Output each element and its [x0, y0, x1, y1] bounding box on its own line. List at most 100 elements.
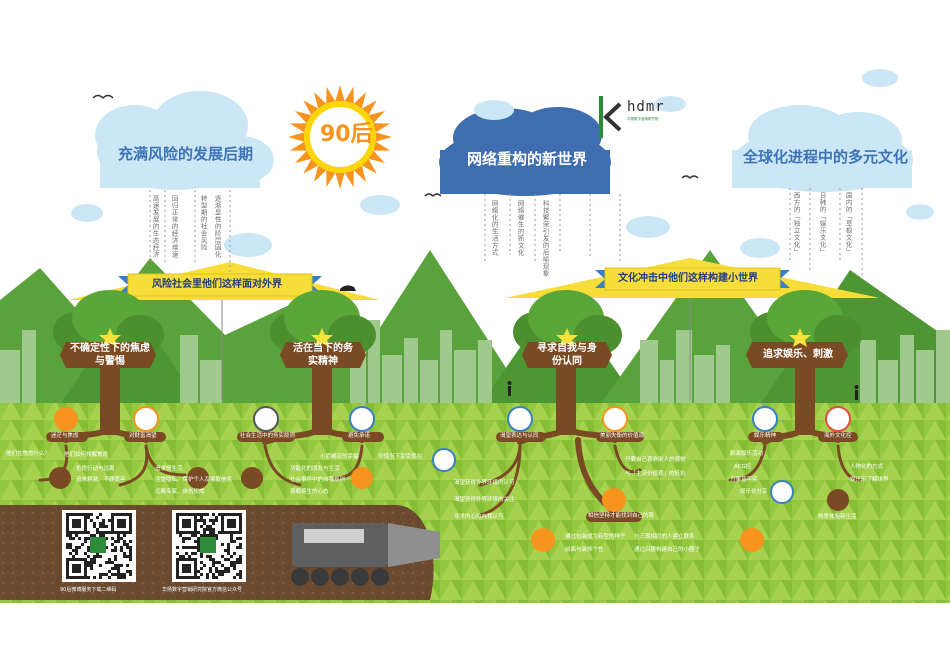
qr-module — [117, 531, 120, 534]
qr-module — [120, 564, 123, 567]
qr-module — [114, 567, 117, 570]
birds — [92, 94, 699, 197]
sun-ray — [361, 100, 377, 116]
qr-module — [66, 525, 69, 528]
qr-module — [114, 558, 117, 561]
qr-module — [200, 534, 203, 537]
qr-module — [215, 567, 218, 570]
qr-module — [72, 519, 75, 522]
qr-module — [99, 573, 102, 576]
qr-module — [239, 573, 242, 576]
qr-module — [123, 552, 126, 555]
cloud-note: 网络化的生活方式 — [490, 200, 499, 256]
qr-module — [99, 576, 102, 579]
qr-module — [93, 525, 96, 528]
qr-module — [221, 525, 224, 528]
qr-module — [120, 522, 123, 525]
qr-module — [87, 531, 90, 534]
qr-module — [227, 567, 230, 570]
qr-module — [99, 534, 102, 537]
qr-module — [81, 513, 84, 516]
qr-module — [66, 513, 69, 516]
qr-module — [117, 513, 120, 516]
qr-module — [105, 573, 108, 576]
qr-module — [194, 561, 197, 564]
qr-module — [194, 525, 197, 528]
note: 寻求内心的自我认可 — [454, 514, 504, 520]
qr-module — [69, 546, 72, 549]
qr-module — [120, 537, 123, 540]
qr-module — [185, 576, 188, 579]
cloud-left — [95, 91, 274, 190]
qr-module — [221, 555, 224, 558]
qr-module — [176, 525, 179, 528]
qr-module — [78, 519, 81, 522]
qr-module — [200, 552, 203, 555]
qr-module — [108, 531, 111, 534]
qr-module — [224, 549, 227, 552]
qr-module — [185, 546, 188, 549]
qr-module — [120, 549, 123, 552]
qr-module — [221, 570, 224, 573]
sun-ray — [335, 172, 345, 189]
qr-module — [87, 555, 90, 558]
qr-module — [72, 567, 75, 570]
qr-module — [197, 546, 200, 549]
qr-module — [185, 519, 188, 522]
sun-ray — [373, 123, 391, 133]
tag-label: 迷茫与焦虑 — [51, 433, 79, 439]
sun-ray — [368, 111, 386, 124]
note: 追求慢生活 — [155, 466, 183, 472]
qr-module — [96, 555, 99, 558]
qr-module — [123, 543, 126, 546]
qr-module — [93, 561, 96, 564]
qr-module — [239, 513, 242, 516]
qr-module — [84, 528, 87, 531]
qr-module — [66, 519, 69, 522]
qr-module — [209, 570, 212, 573]
qr-module — [75, 576, 78, 579]
qr-module — [66, 573, 69, 576]
qr-module — [105, 537, 108, 540]
qr-module — [209, 534, 212, 537]
qr-module — [239, 555, 242, 558]
qr-module — [239, 525, 242, 528]
qr-module — [221, 519, 224, 522]
cloud-title-right: 全球化进程中的多元文化 — [743, 148, 909, 166]
qr-module — [221, 516, 224, 519]
qr-module — [120, 576, 123, 579]
ribbon-right: 文化冲击中他们这样构建小世界 — [618, 273, 758, 284]
qr-module — [185, 525, 188, 528]
qr-module — [75, 570, 78, 573]
qr-module — [129, 516, 132, 519]
note: 通过兴趣构建自己的小圈子 — [634, 547, 701, 553]
qr-module — [126, 564, 129, 567]
qr-module — [111, 549, 114, 552]
left-ribbon-shape — [118, 273, 322, 297]
qr-module — [126, 570, 129, 573]
qr-module — [123, 513, 126, 516]
qr-module — [233, 531, 236, 534]
qr-module — [188, 525, 191, 528]
qr-module — [84, 540, 87, 543]
qr-module — [72, 576, 75, 579]
qr-module — [227, 552, 230, 555]
qr-module — [176, 570, 179, 573]
qr-module — [66, 516, 69, 519]
sun-badge-shape — [288, 85, 392, 189]
qr-module — [96, 528, 99, 531]
qr-module — [182, 522, 185, 525]
tag-icons — [49, 406, 851, 552]
qr-module — [111, 522, 114, 525]
qr-module — [117, 522, 120, 525]
qr-module — [197, 537, 200, 540]
qr-module — [102, 522, 105, 525]
qr-module — [182, 540, 185, 543]
qr-module — [114, 555, 117, 558]
qr-module — [105, 546, 108, 549]
qr-module — [117, 534, 120, 537]
qr-module — [123, 534, 126, 537]
qr-module — [114, 546, 117, 549]
qr-module — [182, 555, 185, 558]
qr-module — [111, 525, 114, 528]
